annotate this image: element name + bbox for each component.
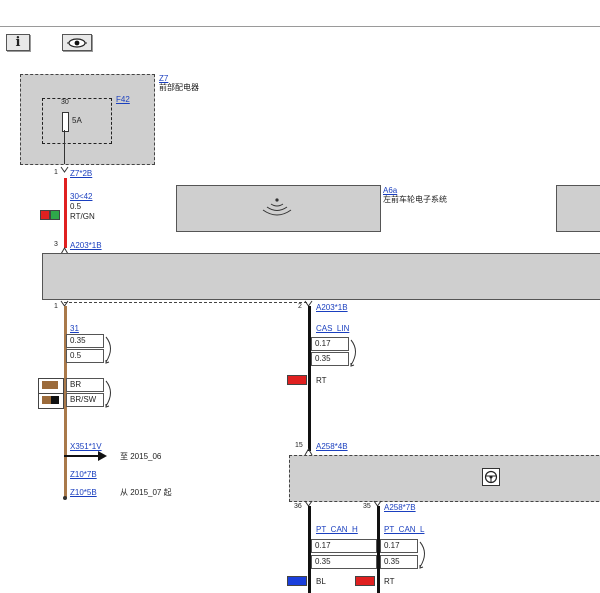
can-h-swatch-blue (287, 576, 307, 586)
left-size-cell-a: 0.35 (66, 334, 104, 348)
bar-pin-marker (60, 247, 69, 255)
right-size-bracket (350, 339, 356, 367)
right-wire-black (308, 306, 311, 451)
can-h-size-b: 0.35 (311, 555, 377, 569)
can-h-link[interactable]: PT_CAN_H (316, 525, 358, 534)
lower-pin: 15 (295, 442, 303, 449)
left-connector1-note: 至 2015_06 (120, 452, 162, 461)
wire1-red (64, 178, 67, 248)
right-signal-link[interactable]: CAS_LIN (316, 324, 350, 333)
wire1-signal-link[interactable]: 30<42 (70, 192, 93, 201)
bottom-pin-right: 35 (363, 503, 371, 510)
bar-connector-link[interactable]: A203*1B (70, 241, 102, 250)
left-connector3-link[interactable]: Z10*5B (70, 488, 97, 497)
fuse-rating: 5A (72, 116, 82, 125)
ground-connection-dash (64, 302, 307, 303)
right-swatch-red (287, 375, 307, 385)
wheel-electronics-module (176, 185, 381, 232)
wire1-connector-link[interactable]: Z7*2B (70, 169, 93, 178)
left-signal-link[interactable]: 31 (70, 324, 79, 333)
wire1-swatch-red (40, 210, 50, 220)
left-size-bracket (105, 336, 111, 364)
right-pin: 2 (298, 303, 302, 310)
eye-icon (67, 37, 87, 48)
connector-arrow (64, 451, 107, 461)
ground-terminal (63, 496, 67, 500)
left-pin: 1 (54, 303, 58, 310)
right-connector-link[interactable]: A203*1B (316, 303, 348, 312)
can-l-color-label: RT (384, 577, 395, 586)
bar-control-unit (42, 253, 600, 300)
adjacent-module (556, 185, 600, 232)
left-connector3-note: 从 2015_07 起 (120, 488, 172, 497)
can-h-wire (308, 506, 311, 593)
right-size-cell-a: 0.17 (311, 337, 349, 351)
swatch-brown (42, 381, 58, 389)
lower-pin-marker (304, 448, 313, 456)
left-color-cell-b: BR/SW (66, 393, 104, 407)
wheel-module-link[interactable]: A6a (383, 186, 398, 195)
wire1-size: 0.5 (70, 202, 82, 211)
wire1-swatch-green (50, 210, 60, 220)
info-button[interactable]: i (6, 34, 30, 51)
steering-control-unit (289, 455, 600, 502)
left-connector1-link[interactable]: X351*1V (70, 442, 102, 451)
can-l-size-bracket (419, 541, 425, 569)
bottom-pin-left: 36 (294, 503, 302, 510)
swatch-black-half (51, 396, 59, 404)
can-l-wire (377, 506, 380, 593)
can-l-size-a: 0.17 (380, 539, 418, 553)
swatch-frame-a (38, 378, 64, 394)
info-icon: i (15, 35, 21, 50)
left-color-cell-a: BR (66, 378, 104, 392)
left-connector2-link[interactable]: Z10*7B (70, 470, 97, 479)
wifi-signal-icon (262, 198, 292, 216)
fuse-pin-label: 30 (61, 99, 69, 106)
swatch-brown-half (42, 396, 51, 404)
steering-wheel-icon (484, 470, 498, 484)
fuse-box-label: 前部配电器 (159, 83, 199, 92)
fuse-link[interactable]: F42 (116, 95, 130, 104)
wire1-pin-marker (60, 166, 69, 173)
bottom-connector-link[interactable]: A258*7B (384, 503, 416, 512)
fuse-wire (64, 130, 65, 164)
left-color-bracket (105, 380, 111, 408)
view-button[interactable] (62, 34, 92, 51)
lower-connector-link[interactable]: A258*4B (316, 442, 348, 451)
can-l-link[interactable]: PT_CAN_L (384, 525, 425, 534)
left-wire-brown (64, 306, 67, 498)
can-h-color-label: BL (316, 577, 326, 586)
can-l-size-b: 0.35 (380, 555, 418, 569)
fuse-box-link[interactable]: Z7 (159, 74, 169, 83)
wheel-module-label: 左前车轮电子系统 (383, 195, 447, 204)
right-color-label: RT (316, 376, 327, 385)
wire1-color-label: RT/GN (70, 212, 95, 221)
right-size-cell-b: 0.35 (311, 352, 349, 366)
fuse-symbol (62, 112, 69, 132)
bar-pin: 3 (54, 241, 58, 248)
fuse-inner-frame (42, 98, 112, 144)
swatch-frame-b (38, 393, 64, 409)
steering-icon-frame (482, 468, 500, 486)
can-l-swatch-red (355, 576, 375, 586)
can-h-size-a: 0.17 (311, 539, 377, 553)
top-divider (0, 26, 600, 27)
left-size-cell-b: 0.5 (66, 349, 104, 363)
wire1-pin: 1 (54, 169, 58, 176)
